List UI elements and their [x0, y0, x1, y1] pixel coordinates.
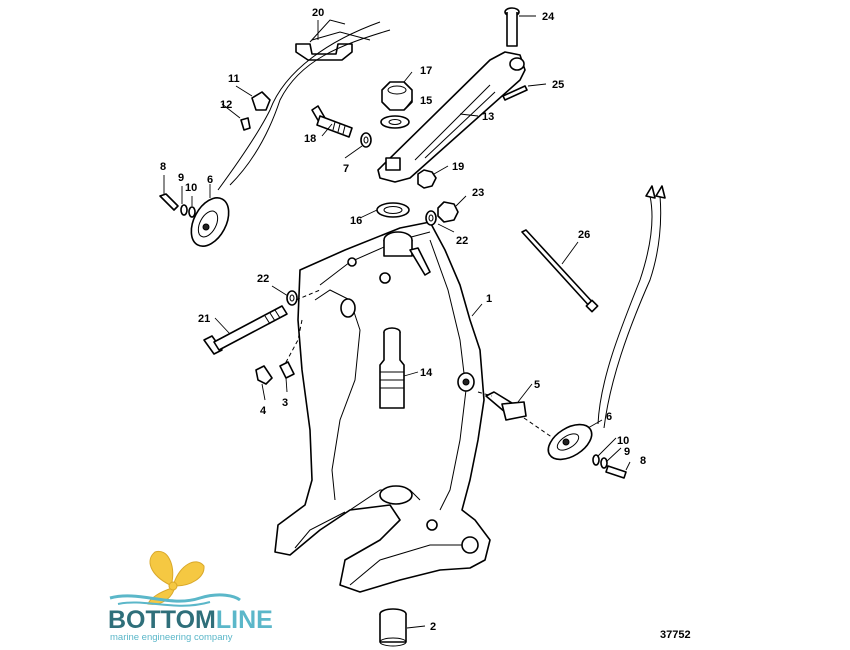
callout-10-right: 10 — [617, 435, 629, 447]
svg-text:BOTTOMLINE: BOTTOMLINE — [108, 606, 273, 634]
screw-8-right — [605, 465, 627, 479]
callout-14: 14 — [420, 367, 433, 379]
logo-word-bottom: BOTTOM — [108, 606, 216, 634]
callout-12: 12 — [220, 99, 232, 111]
callout-13: 13 — [482, 111, 494, 123]
nut-19 — [417, 169, 437, 189]
screw-12 — [240, 117, 251, 131]
screw-8-upper — [159, 193, 179, 211]
callout-8-right: 8 — [640, 455, 646, 467]
callout-15: 15 — [420, 95, 432, 107]
washer-9-right — [600, 457, 608, 469]
pin-5 — [485, 391, 527, 421]
callout-22-upper: 22 — [456, 235, 468, 247]
bottomline-logo: BOTTOMLINE marine engineering company — [108, 550, 273, 643]
steering-arm — [377, 51, 526, 183]
callout-26: 26 — [578, 229, 590, 241]
callout-21: 21 — [198, 313, 210, 325]
bushing-2 — [379, 608, 407, 647]
callout-18: 18 — [304, 133, 316, 145]
logo-tagline: marine engineering company — [110, 632, 233, 643]
callout-1: 1 — [486, 293, 492, 305]
callout-9-right: 9 — [624, 446, 630, 458]
callouts: 1 2 3 4 5 6 6 7 8 8 9 9 10 10 11 12 13 1… — [160, 7, 646, 633]
washer-7 — [360, 132, 372, 148]
callout-19: 19 — [452, 161, 464, 173]
pin-24 — [504, 7, 520, 47]
callout-9-upper: 9 — [178, 172, 184, 184]
sender-wire-upper — [217, 21, 381, 191]
cotter-pin-25 — [502, 85, 528, 101]
callout-11: 11 — [228, 73, 240, 85]
wave-icon — [109, 593, 241, 603]
screw-3 — [279, 361, 295, 379]
callout-24: 24 — [542, 11, 555, 23]
washer-10-upper — [188, 206, 196, 218]
trim-sender-6-right — [547, 423, 593, 461]
callout-20: 20 — [312, 7, 324, 19]
washer-22-lower — [286, 290, 298, 306]
callout-16: 16 — [350, 215, 362, 227]
nut-17 — [381, 81, 413, 111]
callout-22-lower: 22 — [257, 273, 269, 285]
cable-tie-26 — [521, 229, 597, 310]
callout-3: 3 — [282, 397, 288, 409]
washer-10-right — [592, 454, 600, 466]
callout-2: 2 — [430, 621, 436, 633]
callout-10-upper: 10 — [185, 182, 197, 194]
figure-number: 37752 — [660, 629, 691, 641]
callout-8-upper: 8 — [160, 161, 166, 173]
clamp-11 — [251, 91, 271, 111]
nut-23 — [437, 201, 459, 223]
washer-22-upper — [425, 210, 437, 226]
callout-7: 7 — [343, 163, 349, 175]
logo-word-line: LINE — [216, 606, 273, 634]
callout-25: 25 — [552, 79, 564, 91]
washer-15 — [380, 115, 410, 129]
callout-17: 17 — [420, 65, 432, 77]
trim-sender-6-upper — [190, 197, 230, 247]
washer-16 — [376, 202, 410, 218]
callout-6-upper: 6 — [207, 174, 213, 186]
bolt-18 — [311, 105, 353, 138]
leader-lines — [163, 15, 631, 629]
callout-23: 23 — [472, 187, 484, 199]
callout-5: 5 — [534, 379, 540, 391]
sender-wire-right — [597, 195, 653, 425]
callout-4: 4 — [260, 405, 267, 417]
washer-9-upper — [180, 204, 188, 216]
bolt-21 — [203, 305, 288, 355]
propeller-icon — [147, 550, 205, 605]
pivot-pin-14 — [379, 327, 405, 409]
callout-6-right: 6 — [606, 411, 612, 423]
clip-4 — [255, 365, 273, 385]
